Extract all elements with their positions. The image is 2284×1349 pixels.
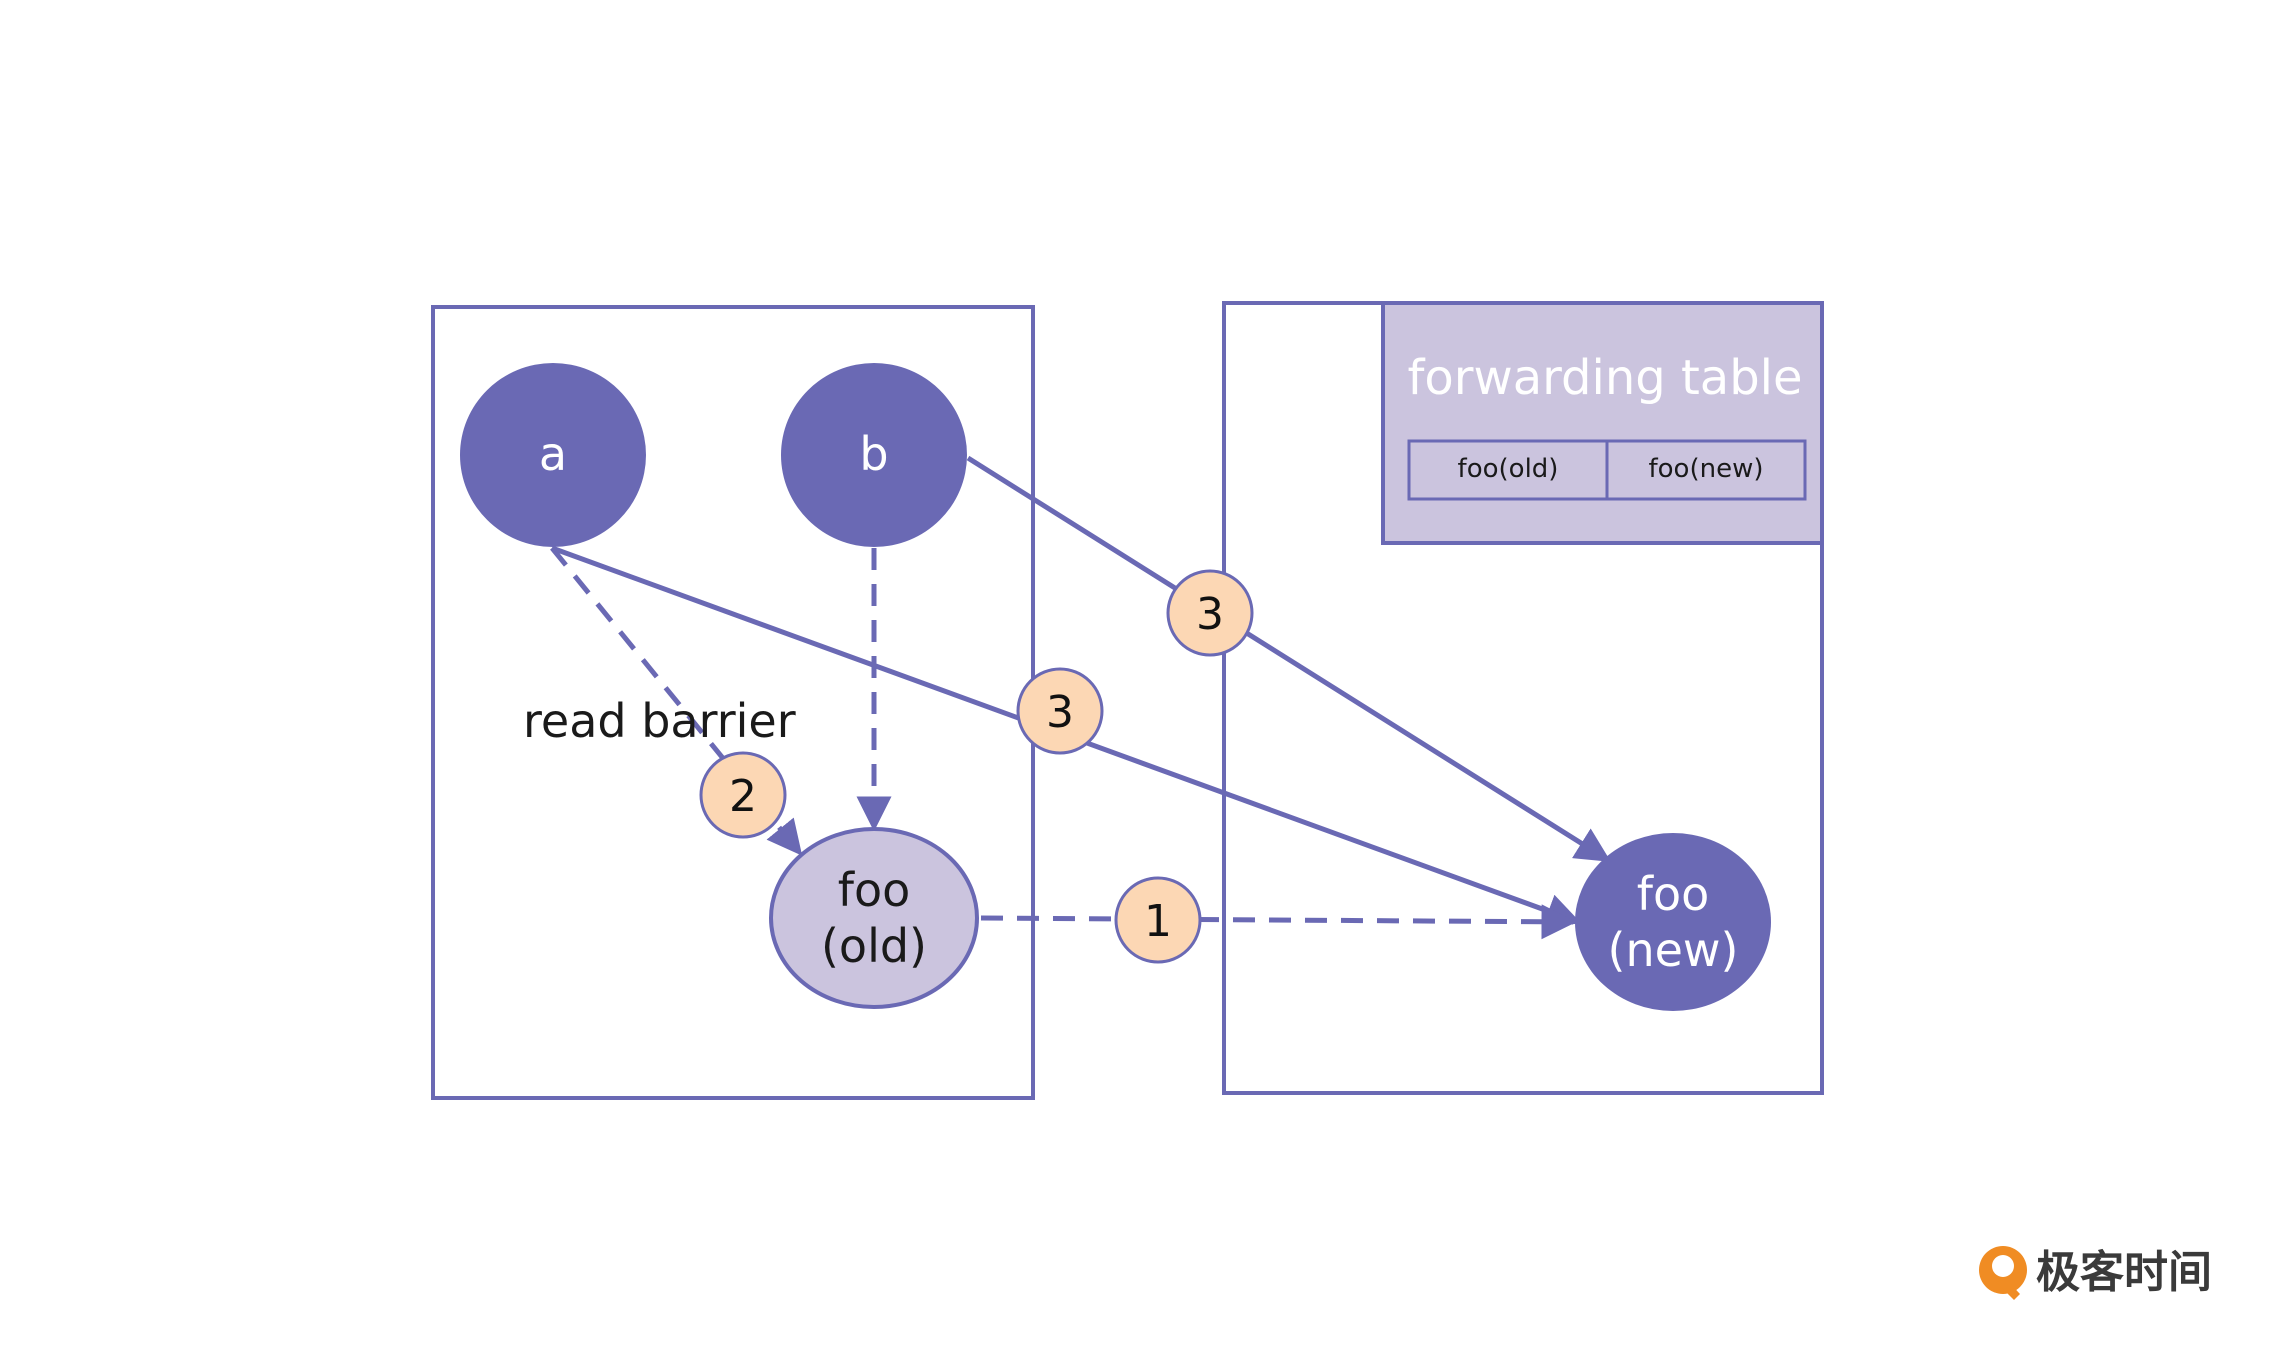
node-a-label: a xyxy=(539,427,567,481)
edge-foo-old-to-foo-new xyxy=(980,904,1577,940)
badge-step-3-b: 3 xyxy=(1166,569,1254,657)
badge-step-2-label: 2 xyxy=(729,771,757,822)
badge-step-1-circle xyxy=(1114,876,1202,964)
node-foo-new-label-line1: foo xyxy=(1637,867,1709,921)
forwarding-table: forwarding table foo(old) foo(new) xyxy=(1381,301,1824,545)
geektime-logo-text: 极客时间 xyxy=(2036,1247,2212,1298)
badge-step-3-b-circle xyxy=(1166,569,1254,657)
node-foo-old: foo (old) xyxy=(769,827,979,1009)
badge-step-3-a-label: 3 xyxy=(1046,687,1074,738)
node-foo-old-circle xyxy=(769,827,979,1009)
badge-step-2: 2 xyxy=(699,751,787,839)
read-barrier-label: read barrier xyxy=(523,694,796,748)
node-b-label: b xyxy=(859,427,888,481)
forwarding-table-title: forwarding table xyxy=(1407,350,1802,406)
badge-step-3-a: 3 xyxy=(1016,667,1104,755)
forwarding-table-cell-new xyxy=(1605,439,1807,501)
badge-step-1-label: 1 xyxy=(1144,896,1172,947)
node-b-circle xyxy=(781,363,967,547)
node-foo-new: foo (new) xyxy=(1575,833,1771,1011)
forwarding-table-background xyxy=(1381,301,1824,545)
geektime-logo: 极客时间 xyxy=(1979,1246,2212,1300)
node-a: a xyxy=(460,363,646,547)
node-b: b xyxy=(781,363,967,547)
geektime-logo-icon xyxy=(1979,1246,2027,1300)
edge-b-to-foo-new xyxy=(966,455,1611,863)
node-foo-new-label-line2: (new) xyxy=(1608,923,1739,977)
node-foo-old-label-line2: (old) xyxy=(821,919,927,973)
forwarding-table-cell-new-label: foo(new) xyxy=(1649,454,1764,484)
badge-step-2-circle xyxy=(699,751,787,839)
badge-step-1: 1 xyxy=(1114,876,1202,964)
node-foo-new-circle xyxy=(1575,833,1771,1011)
badge-step-3-b-label: 3 xyxy=(1196,589,1224,640)
badge-step-3-a-circle xyxy=(1016,667,1104,755)
forwarding-table-cell-old-label: foo(old) xyxy=(1458,454,1559,484)
node-a-circle xyxy=(460,363,646,547)
node-foo-old-label-line1: foo xyxy=(838,863,910,917)
